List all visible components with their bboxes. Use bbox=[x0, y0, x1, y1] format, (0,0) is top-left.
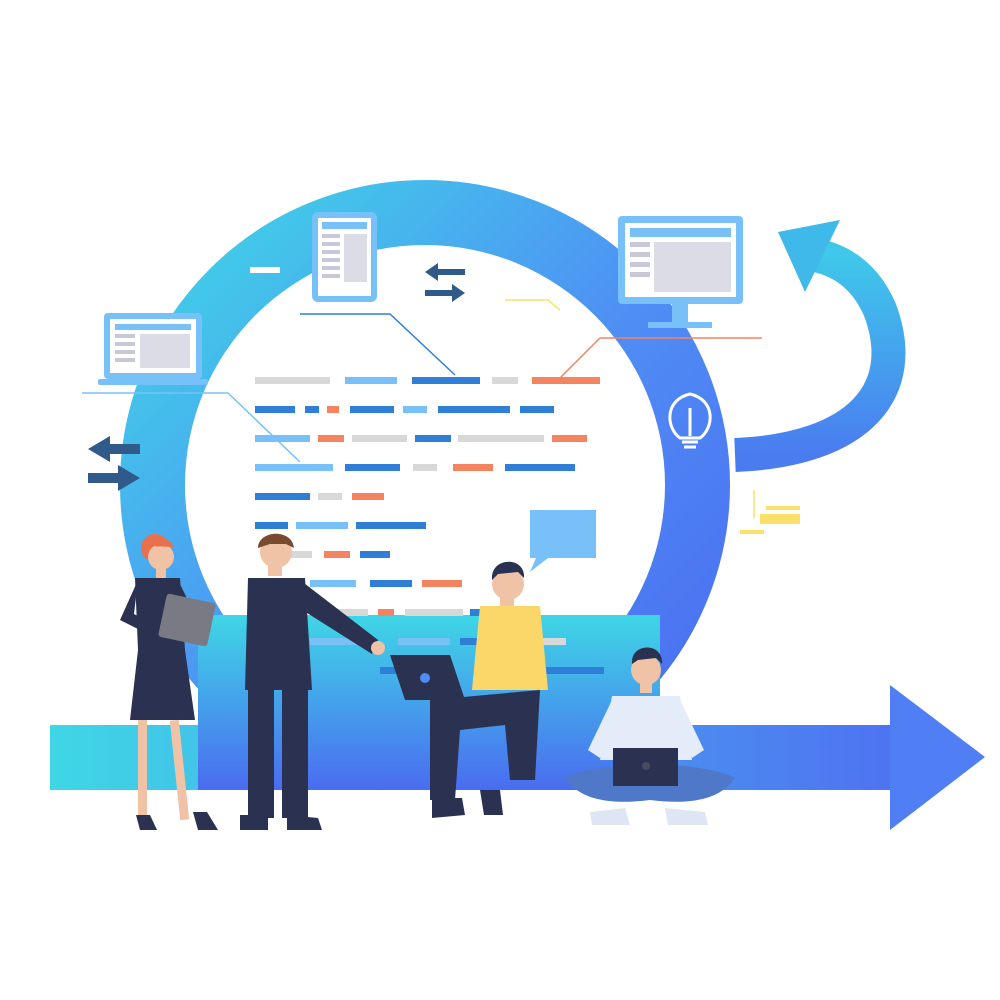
speech-bubble-icon bbox=[530, 510, 596, 572]
lightbulb-icon bbox=[668, 392, 712, 449]
decor-dash bbox=[250, 267, 280, 273]
man-pointing bbox=[240, 533, 385, 830]
connector-lines bbox=[82, 299, 762, 463]
decor-bars bbox=[740, 490, 800, 534]
laptop-icon bbox=[98, 313, 208, 385]
man-sitting-with-laptop bbox=[390, 561, 548, 818]
man-crosslegged-with-laptop bbox=[565, 647, 735, 825]
curved-arrow-icon bbox=[734, 220, 906, 472]
arrow-swap-icon bbox=[425, 263, 465, 302]
arrow-swap-icon bbox=[88, 436, 140, 491]
tablet-document-icon bbox=[312, 212, 377, 302]
monitor-icon bbox=[618, 216, 743, 328]
woman-with-tablet bbox=[120, 534, 218, 830]
